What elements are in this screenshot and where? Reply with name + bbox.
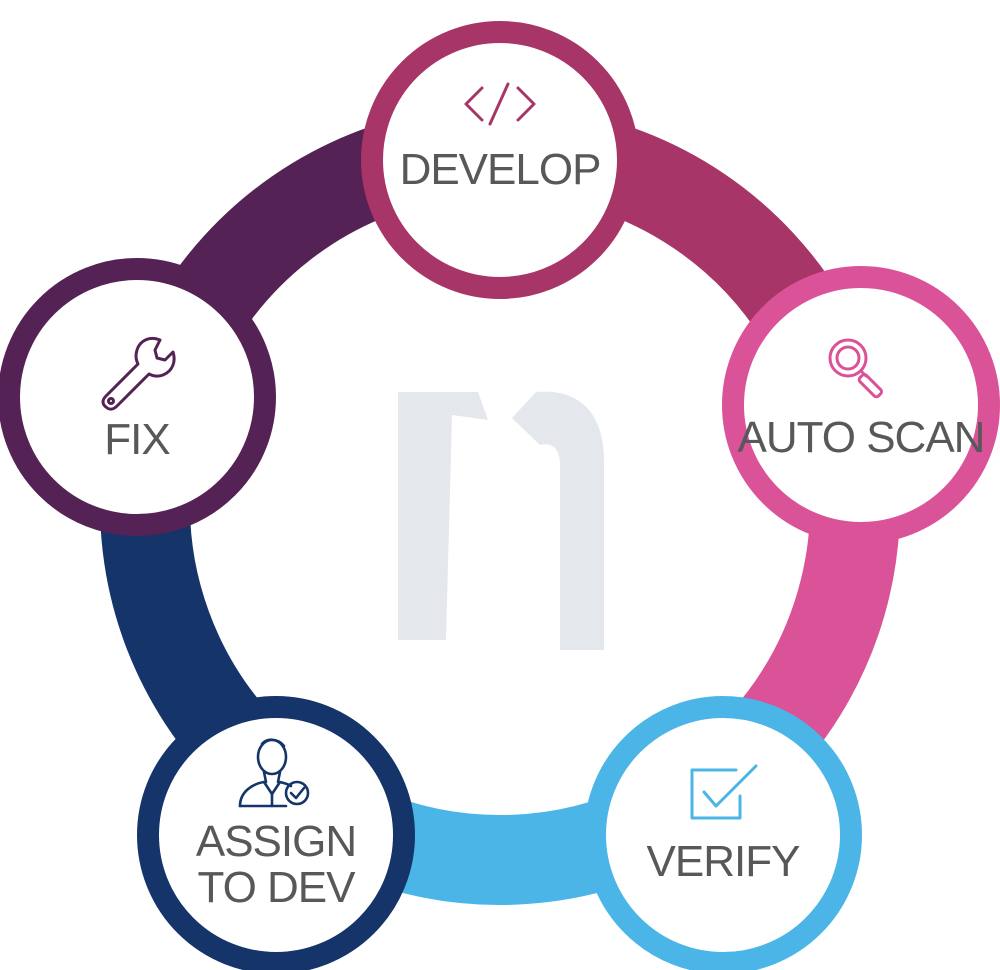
- code-brackets-icon: [464, 82, 536, 126]
- n-logo-accent-icon: [512, 391, 604, 650]
- stage-label: ASSIGN: [196, 817, 356, 866]
- stage-label: AUTO SCAN: [738, 413, 985, 462]
- stage-label: DEVELOP: [400, 145, 601, 194]
- center-logo: [398, 391, 604, 650]
- n-logo-icon: [398, 392, 488, 640]
- checkbox-check-icon: [690, 764, 758, 820]
- stage-label: VERIFY: [647, 837, 801, 886]
- stage-label: TO DEV: [197, 863, 356, 912]
- stage-nodes: DEVELOP AUTO SCAN: [0, 21, 1000, 970]
- developer-person-icon: [238, 738, 310, 808]
- stage-label: FIX: [104, 415, 170, 464]
- stage-auto-scan: AUTO SCAN: [722, 266, 1000, 544]
- stage-fix: FIX: [0, 258, 276, 536]
- verify-circle: [584, 696, 862, 970]
- fix-circle: [0, 258, 276, 536]
- magnifier-icon: [828, 338, 883, 399]
- stage-verify: VERIFY: [584, 696, 862, 970]
- assign-circle: [137, 696, 415, 970]
- wrench-icon: [101, 336, 176, 411]
- auto-scan-circle: [722, 266, 1000, 544]
- develop-circle: [361, 21, 639, 299]
- stage-develop: DEVELOP: [361, 21, 639, 299]
- stage-assign: ASSIGN TO DEV: [137, 696, 415, 970]
